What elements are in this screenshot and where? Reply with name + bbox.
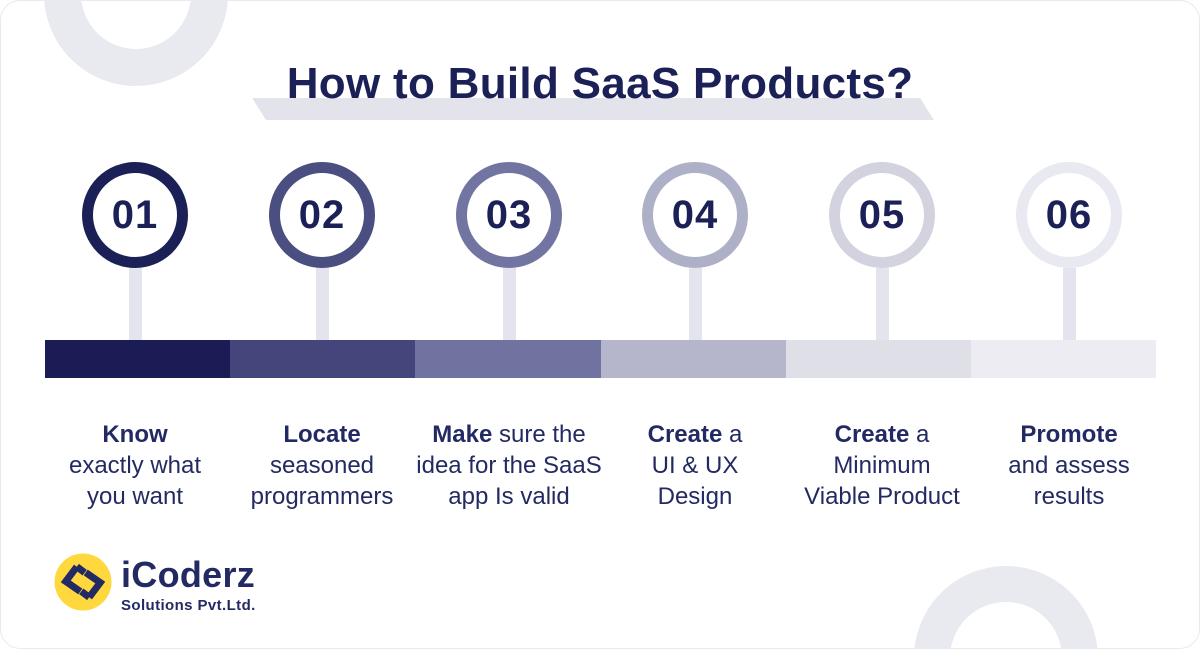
- step-number: 05: [858, 192, 906, 237]
- step-column: 06 Promote and assess results: [957, 162, 1181, 512]
- logo-brand: iCoderz: [121, 554, 256, 595]
- step-number: 02: [298, 192, 346, 237]
- step-number: 04: [671, 192, 719, 237]
- step-connector-stem: [875, 268, 889, 344]
- step-text-line: Create a: [647, 421, 743, 448]
- step-text-line: Viable Product: [804, 483, 960, 510]
- step-number: 06: [1045, 192, 1093, 237]
- step-text-line: idea for the SaaS: [416, 452, 602, 479]
- step-column: 01 Know exactly what you want: [23, 162, 247, 512]
- step-text-line: Design: [657, 483, 733, 510]
- progress-bar-segment: [970, 340, 1157, 378]
- step-number-circle: 02: [269, 162, 375, 268]
- step-number: 01: [111, 192, 159, 237]
- logo-circle: [54, 553, 112, 611]
- step-connector-stem: [502, 268, 516, 344]
- step-number-circle: 03: [456, 162, 562, 268]
- progress-bar-segment: [230, 340, 416, 378]
- step-text-line: Make sure the: [432, 421, 586, 448]
- decorative-ring-bottom-right: [914, 566, 1098, 648]
- step-text-line: seasoned: [269, 452, 375, 479]
- step-text-line: UI & UX: [651, 452, 739, 479]
- step-description: Create a UI & UX Design: [648, 419, 743, 512]
- step-text-line: app Is valid: [448, 483, 570, 510]
- step-description: Know exactly what you want: [69, 419, 201, 512]
- step-text-line: Know: [102, 421, 168, 448]
- logo: iCoderz Solutions Pvt.Ltd.: [54, 553, 256, 614]
- step-connector-stem: [688, 268, 702, 344]
- step-number-circle: 01: [82, 162, 188, 268]
- progress-bar-segment: [45, 340, 231, 378]
- step-text-line: and assess: [1008, 452, 1130, 479]
- step-number: 03: [485, 192, 533, 237]
- step-text-line: Create a: [834, 421, 930, 448]
- step-text-line: Locate: [283, 421, 361, 448]
- step-connector-stem: [315, 268, 329, 344]
- step-text-line: Promote: [1020, 421, 1118, 448]
- step-text-line: Minimum: [833, 452, 931, 479]
- step-text-line: programmers: [250, 483, 394, 510]
- step-text-line: results: [1033, 483, 1105, 510]
- step-column: 04 Create a UI & UX Design: [583, 162, 807, 512]
- step-text-line: you want: [86, 483, 184, 510]
- step-number-circle: 05: [829, 162, 935, 268]
- step-text-line: exactly what: [68, 452, 202, 479]
- progress-bar: [45, 340, 1157, 378]
- step-connector-stem: [1062, 268, 1076, 344]
- step-column: 02 Locate seasoned programmers: [210, 162, 434, 512]
- logo-subtitle: Solutions Pvt.Ltd.: [121, 596, 256, 614]
- step-column: 03 Make sure the idea for the SaaS app Is …: [397, 162, 621, 512]
- page-title: How to Build SaaS Products?: [286, 59, 914, 108]
- step-description: Locate seasoned programmers: [251, 419, 394, 512]
- step-connector-stem: [128, 268, 142, 344]
- progress-bar-segment: [600, 340, 786, 378]
- progress-bar-segment: [785, 340, 971, 378]
- step-description: Promote and assess results: [1008, 419, 1129, 512]
- step-number-circle: 06: [1016, 162, 1122, 268]
- logo-text: iCoderz Solutions Pvt.Ltd.: [121, 556, 256, 614]
- progress-bar-segment: [415, 340, 601, 378]
- step-description: Make sure the idea for the SaaS app Is val…: [416, 419, 601, 512]
- code-brackets-icon: [54, 553, 112, 611]
- step-number-circle: 04: [642, 162, 748, 268]
